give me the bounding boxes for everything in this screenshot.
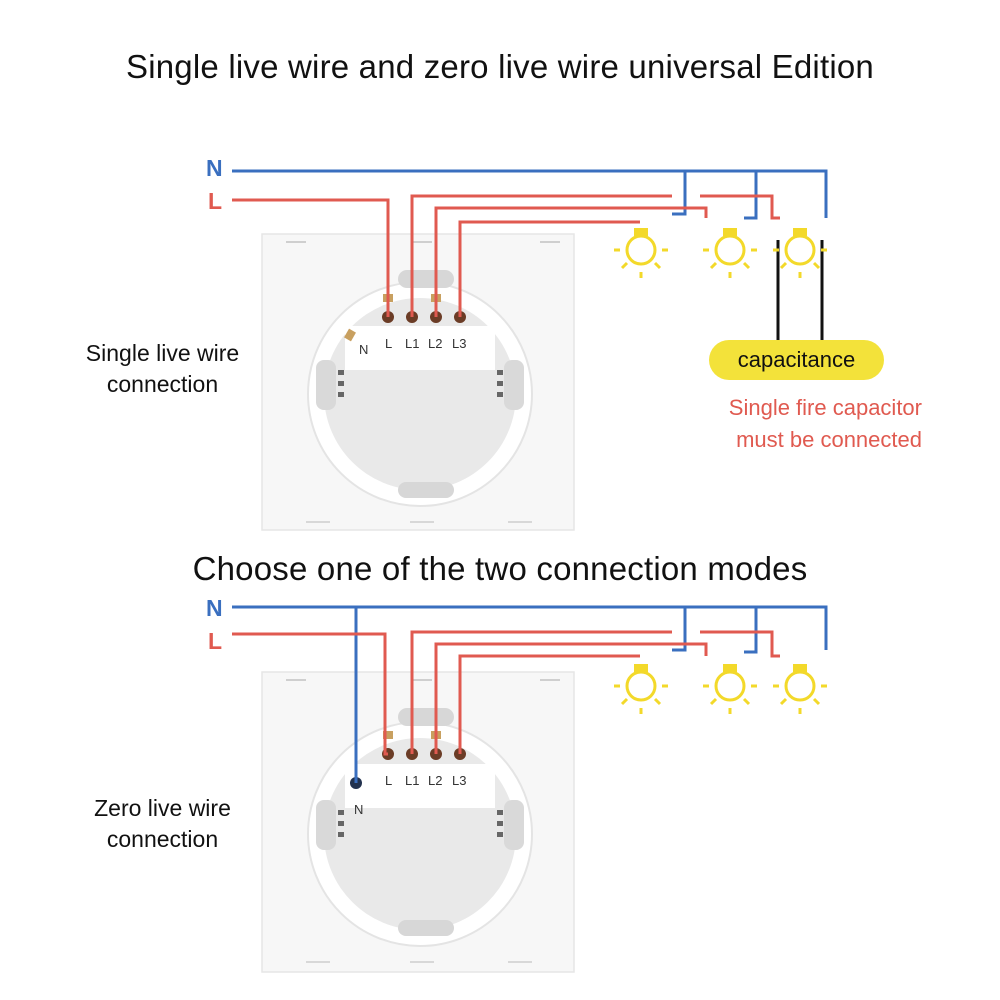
bulb-3-bottom	[773, 664, 827, 714]
terminal-n-bottom: N	[354, 802, 363, 817]
terminal-n-top: N	[359, 342, 368, 357]
terminal-l1-bottom: L1	[405, 773, 419, 788]
bulb-1-bottom	[614, 664, 668, 714]
bulb-2-bottom	[703, 664, 757, 714]
wires-top	[232, 169, 828, 340]
terminal-l-top: L	[385, 336, 392, 351]
neutral-wire-label-top: N	[206, 155, 223, 181]
terminal-l3-bottom: L3	[452, 773, 466, 788]
terminal-l3-top: L3	[452, 336, 466, 351]
terminal-l1-top: L1	[405, 336, 419, 351]
capacitance-badge: capacitance	[709, 340, 884, 380]
switch-panel-bottom	[261, 671, 575, 973]
terminal-l-bottom: L	[385, 773, 392, 788]
live-wire-label-top: L	[208, 188, 223, 214]
bulb-3-top	[773, 228, 827, 278]
bulb-2-top	[703, 228, 757, 278]
neutral-wire-label-bottom: N	[206, 595, 223, 621]
single-live-wire-label: Single live wire connection	[85, 340, 240, 397]
bulb-1-top	[614, 228, 668, 278]
capacitor-note: Single fire capacitor must be connected	[728, 395, 922, 452]
wires-bottom	[232, 605, 828, 783]
terminal-l2-bottom: L2	[428, 773, 442, 788]
switch-panel-top	[261, 233, 575, 531]
section-subtitle: Choose one of the two connection modes	[192, 550, 808, 587]
zero-live-wire-label: Zero live wire connection	[94, 795, 231, 852]
page-title: Single live wire and zero live wire univ…	[126, 48, 874, 85]
live-wire-label-bottom: L	[208, 628, 223, 654]
terminal-l2-top: L2	[428, 336, 442, 351]
